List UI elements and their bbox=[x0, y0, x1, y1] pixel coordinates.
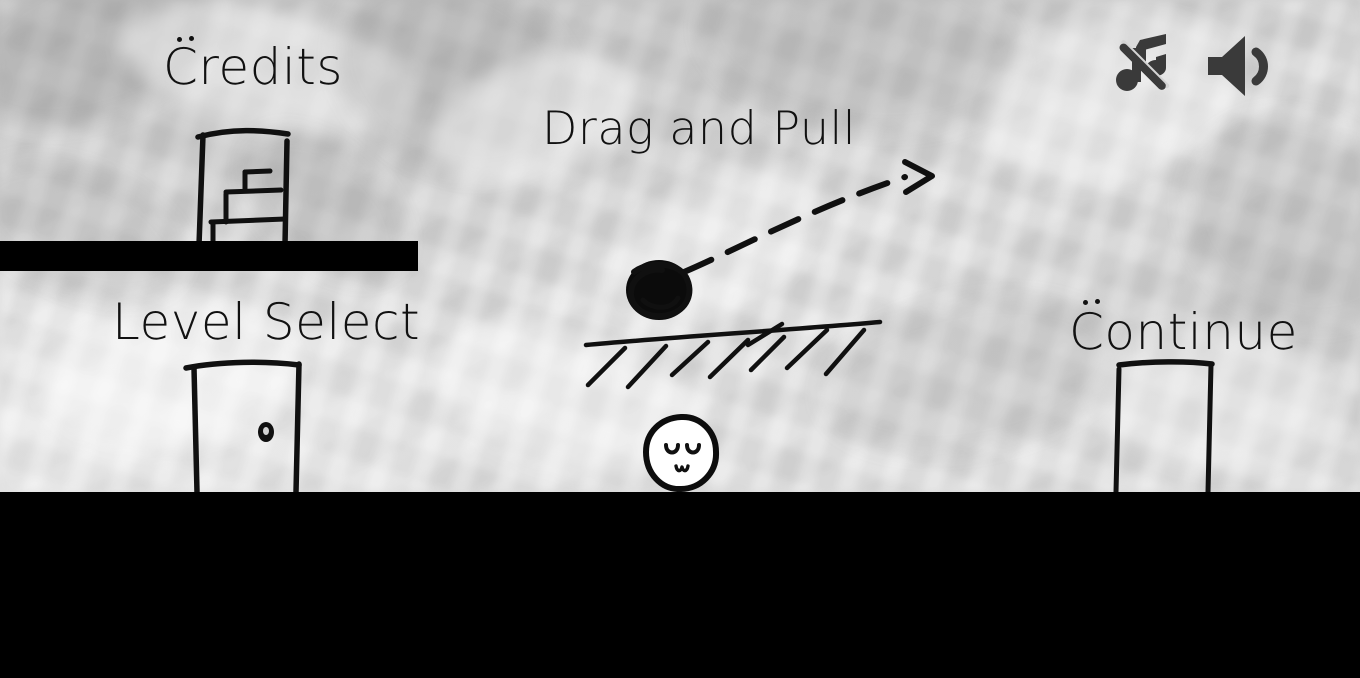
level-select-door-icon[interactable] bbox=[183, 359, 302, 492]
ink-dot bbox=[1095, 299, 1100, 304]
player-character[interactable] bbox=[640, 412, 722, 492]
speaker-wave-icon[interactable] bbox=[1200, 30, 1280, 102]
bottom-letterbox-band bbox=[0, 492, 1360, 678]
trajectory-arrow bbox=[681, 159, 935, 275]
continue-door-icon[interactable] bbox=[1113, 359, 1215, 492]
music-note-slash-icon[interactable] bbox=[1106, 30, 1178, 102]
ball-sketch[interactable] bbox=[626, 260, 693, 320]
credits-icon[interactable] bbox=[195, 127, 291, 249]
ink-dot bbox=[1083, 300, 1088, 305]
level-select-button-label[interactable]: Level Select bbox=[112, 293, 421, 351]
credits-button-label[interactable]: Credits bbox=[163, 38, 343, 96]
sketch-layer bbox=[183, 127, 1215, 492]
ink-dot bbox=[177, 37, 182, 42]
hatched-ground bbox=[583, 319, 883, 390]
continue-button-label[interactable]: Continue bbox=[1069, 303, 1298, 361]
tutorial-title: Drag and Pull bbox=[542, 101, 857, 155]
ink-dot bbox=[189, 36, 194, 41]
left-platform bbox=[0, 241, 418, 271]
